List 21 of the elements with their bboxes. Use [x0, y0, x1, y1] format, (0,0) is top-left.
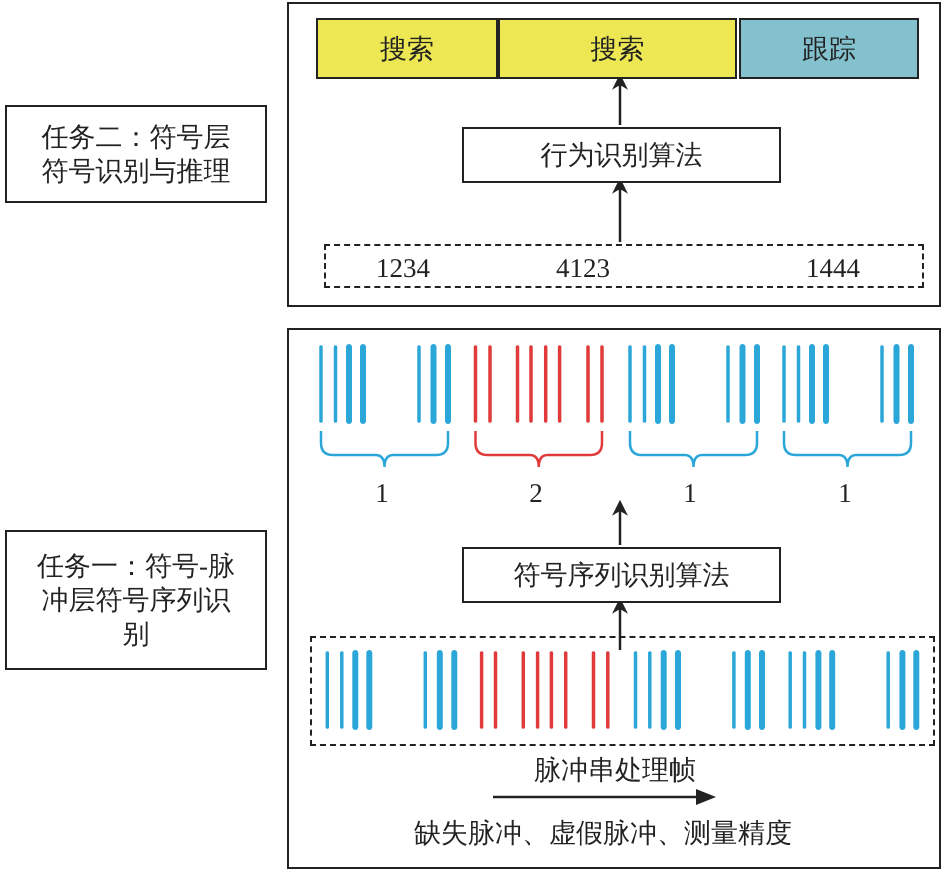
algorithm-box: 行为识别算法: [462, 127, 781, 183]
frame-label: 脉冲串处理帧: [534, 754, 696, 787]
panel-frame: [287, 328, 941, 869]
code-number: 1234: [376, 252, 430, 284]
task-box: 任务一：符号-脉冲层符号序列识别: [5, 530, 267, 670]
symbol-label: 1: [375, 478, 389, 509]
search-box: 搜索: [316, 18, 498, 79]
note-text: 缺失脉冲、虚假脉冲、测量精度: [414, 817, 792, 850]
arrow: [612, 500, 628, 545]
task-box: 任务二：符号层符号识别与推理: [5, 105, 267, 203]
code-number: 4123: [556, 252, 610, 284]
algorithm-box: 符号序列识别算法: [462, 547, 781, 603]
pulse-train-box: [310, 636, 935, 746]
tracking-box: 跟踪: [739, 18, 919, 79]
code-sequence-box: [324, 244, 924, 288]
symbol-label: 1: [683, 478, 697, 509]
symbol-label: 2: [529, 478, 543, 509]
search-box: 搜索: [498, 18, 737, 79]
symbol-label: 1: [838, 478, 852, 509]
panel-frame: [287, 2, 941, 307]
code-number: 1444: [806, 252, 860, 284]
